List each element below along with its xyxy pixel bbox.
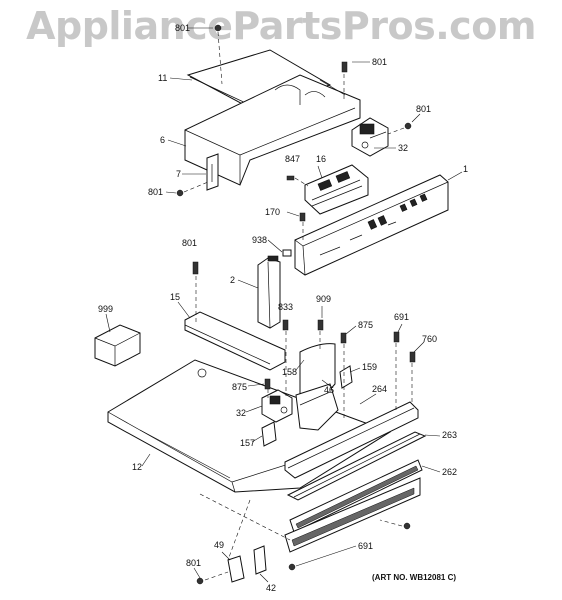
callout-15: 15 xyxy=(170,292,180,302)
callout-801-bottom: 801 xyxy=(186,558,201,568)
callout-46: 46 xyxy=(324,385,334,395)
rail-part-264[interactable] xyxy=(284,401,419,479)
callout-6: 6 xyxy=(160,135,165,145)
bracket-part-159[interactable] xyxy=(339,365,353,389)
screw-909[interactable] xyxy=(317,319,324,331)
callout-11: 11 xyxy=(158,73,167,83)
cover-plate-part-49[interactable] xyxy=(227,555,245,583)
callout-262: 262 xyxy=(442,467,457,477)
callout-170: 170 xyxy=(265,207,280,217)
callout-32-bottom: 32 xyxy=(236,408,246,418)
callout-833: 833 xyxy=(278,302,293,312)
lower-vent-assembly[interactable] xyxy=(284,477,421,553)
callout-158: 158 xyxy=(282,367,297,377)
callout-801-mid: 801 xyxy=(182,238,197,248)
bracket-part-7[interactable] xyxy=(206,153,219,191)
screw-847[interactable] xyxy=(286,175,295,181)
screw-801-far-right[interactable] xyxy=(404,122,412,130)
callout-760: 760 xyxy=(422,334,437,344)
callout-801-far-right: 801 xyxy=(416,104,431,114)
callout-42: 42 xyxy=(266,583,276,593)
screw-833[interactable] xyxy=(282,319,289,331)
rear-housing-part-6[interactable] xyxy=(184,74,361,186)
callout-875-right: 875 xyxy=(358,320,373,330)
relay-part-32-top[interactable] xyxy=(351,117,389,157)
bracket-part-157[interactable] xyxy=(261,421,277,447)
callout-938: 938 xyxy=(252,235,267,245)
vent-duct-part-2[interactable] xyxy=(257,255,281,329)
screw-801-mid[interactable] xyxy=(192,261,199,275)
screw-875-right[interactable] xyxy=(340,332,347,344)
callout-49: 49 xyxy=(214,540,224,550)
callout-32-top: 32 xyxy=(398,143,408,153)
callout-16: 16 xyxy=(316,154,326,164)
control-panel-part-1[interactable] xyxy=(294,174,449,276)
callout-157: 157 xyxy=(240,438,255,448)
grille-part-262[interactable] xyxy=(289,459,423,533)
callout-7: 7 xyxy=(176,169,181,179)
front-trim-part-15[interactable] xyxy=(184,311,286,371)
callout-labels: 801 11 6 7 801 801 801 32 847 16 1 170 9… xyxy=(98,23,468,593)
screw-760[interactable] xyxy=(409,351,416,363)
callout-2: 2 xyxy=(230,275,235,285)
callout-909: 909 xyxy=(316,294,331,304)
callout-1: 1 xyxy=(463,164,468,174)
callout-801-top: 801 xyxy=(175,23,190,33)
screw-691-upper[interactable] xyxy=(393,331,400,343)
screw-801-top[interactable] xyxy=(214,24,222,32)
callout-691-lower: 691 xyxy=(358,541,373,551)
callout-801-right: 801 xyxy=(372,57,387,67)
rail-part-263[interactable] xyxy=(286,431,427,501)
kit-box-part-999[interactable] xyxy=(94,324,141,367)
callout-801-left: 801 xyxy=(148,187,163,197)
callout-12: 12 xyxy=(132,462,142,472)
control-board-part-16[interactable] xyxy=(304,164,369,215)
screw-691-lower[interactable] xyxy=(403,522,411,530)
screw-801-right[interactable] xyxy=(341,61,348,73)
assembly-guide-lines xyxy=(183,31,413,581)
screw-691-bottom[interactable] xyxy=(288,563,296,571)
leader-lines xyxy=(105,27,463,583)
clip-part-938[interactable] xyxy=(282,249,292,257)
callout-159: 159 xyxy=(362,362,377,372)
screw-801-left[interactable] xyxy=(176,189,184,197)
relay-part-32-bottom[interactable] xyxy=(261,389,293,423)
callout-691-upper: 691 xyxy=(394,312,409,322)
screw-875-left[interactable] xyxy=(264,378,271,390)
callout-264: 264 xyxy=(372,384,387,394)
screw-801-bottom[interactable] xyxy=(196,577,204,585)
callout-847: 847 xyxy=(285,154,300,164)
screw-170[interactable] xyxy=(299,212,306,222)
callout-875-left: 875 xyxy=(232,382,247,392)
bracket-part-42[interactable] xyxy=(253,545,267,575)
watermark-logo: AppliancePartsPros.com xyxy=(26,4,536,48)
air-duct-part-46[interactable] xyxy=(295,343,339,431)
art-number: (ART NO. WB12081 C) xyxy=(372,573,456,582)
callout-999: 999 xyxy=(98,304,113,314)
callout-263: 263 xyxy=(442,430,457,440)
